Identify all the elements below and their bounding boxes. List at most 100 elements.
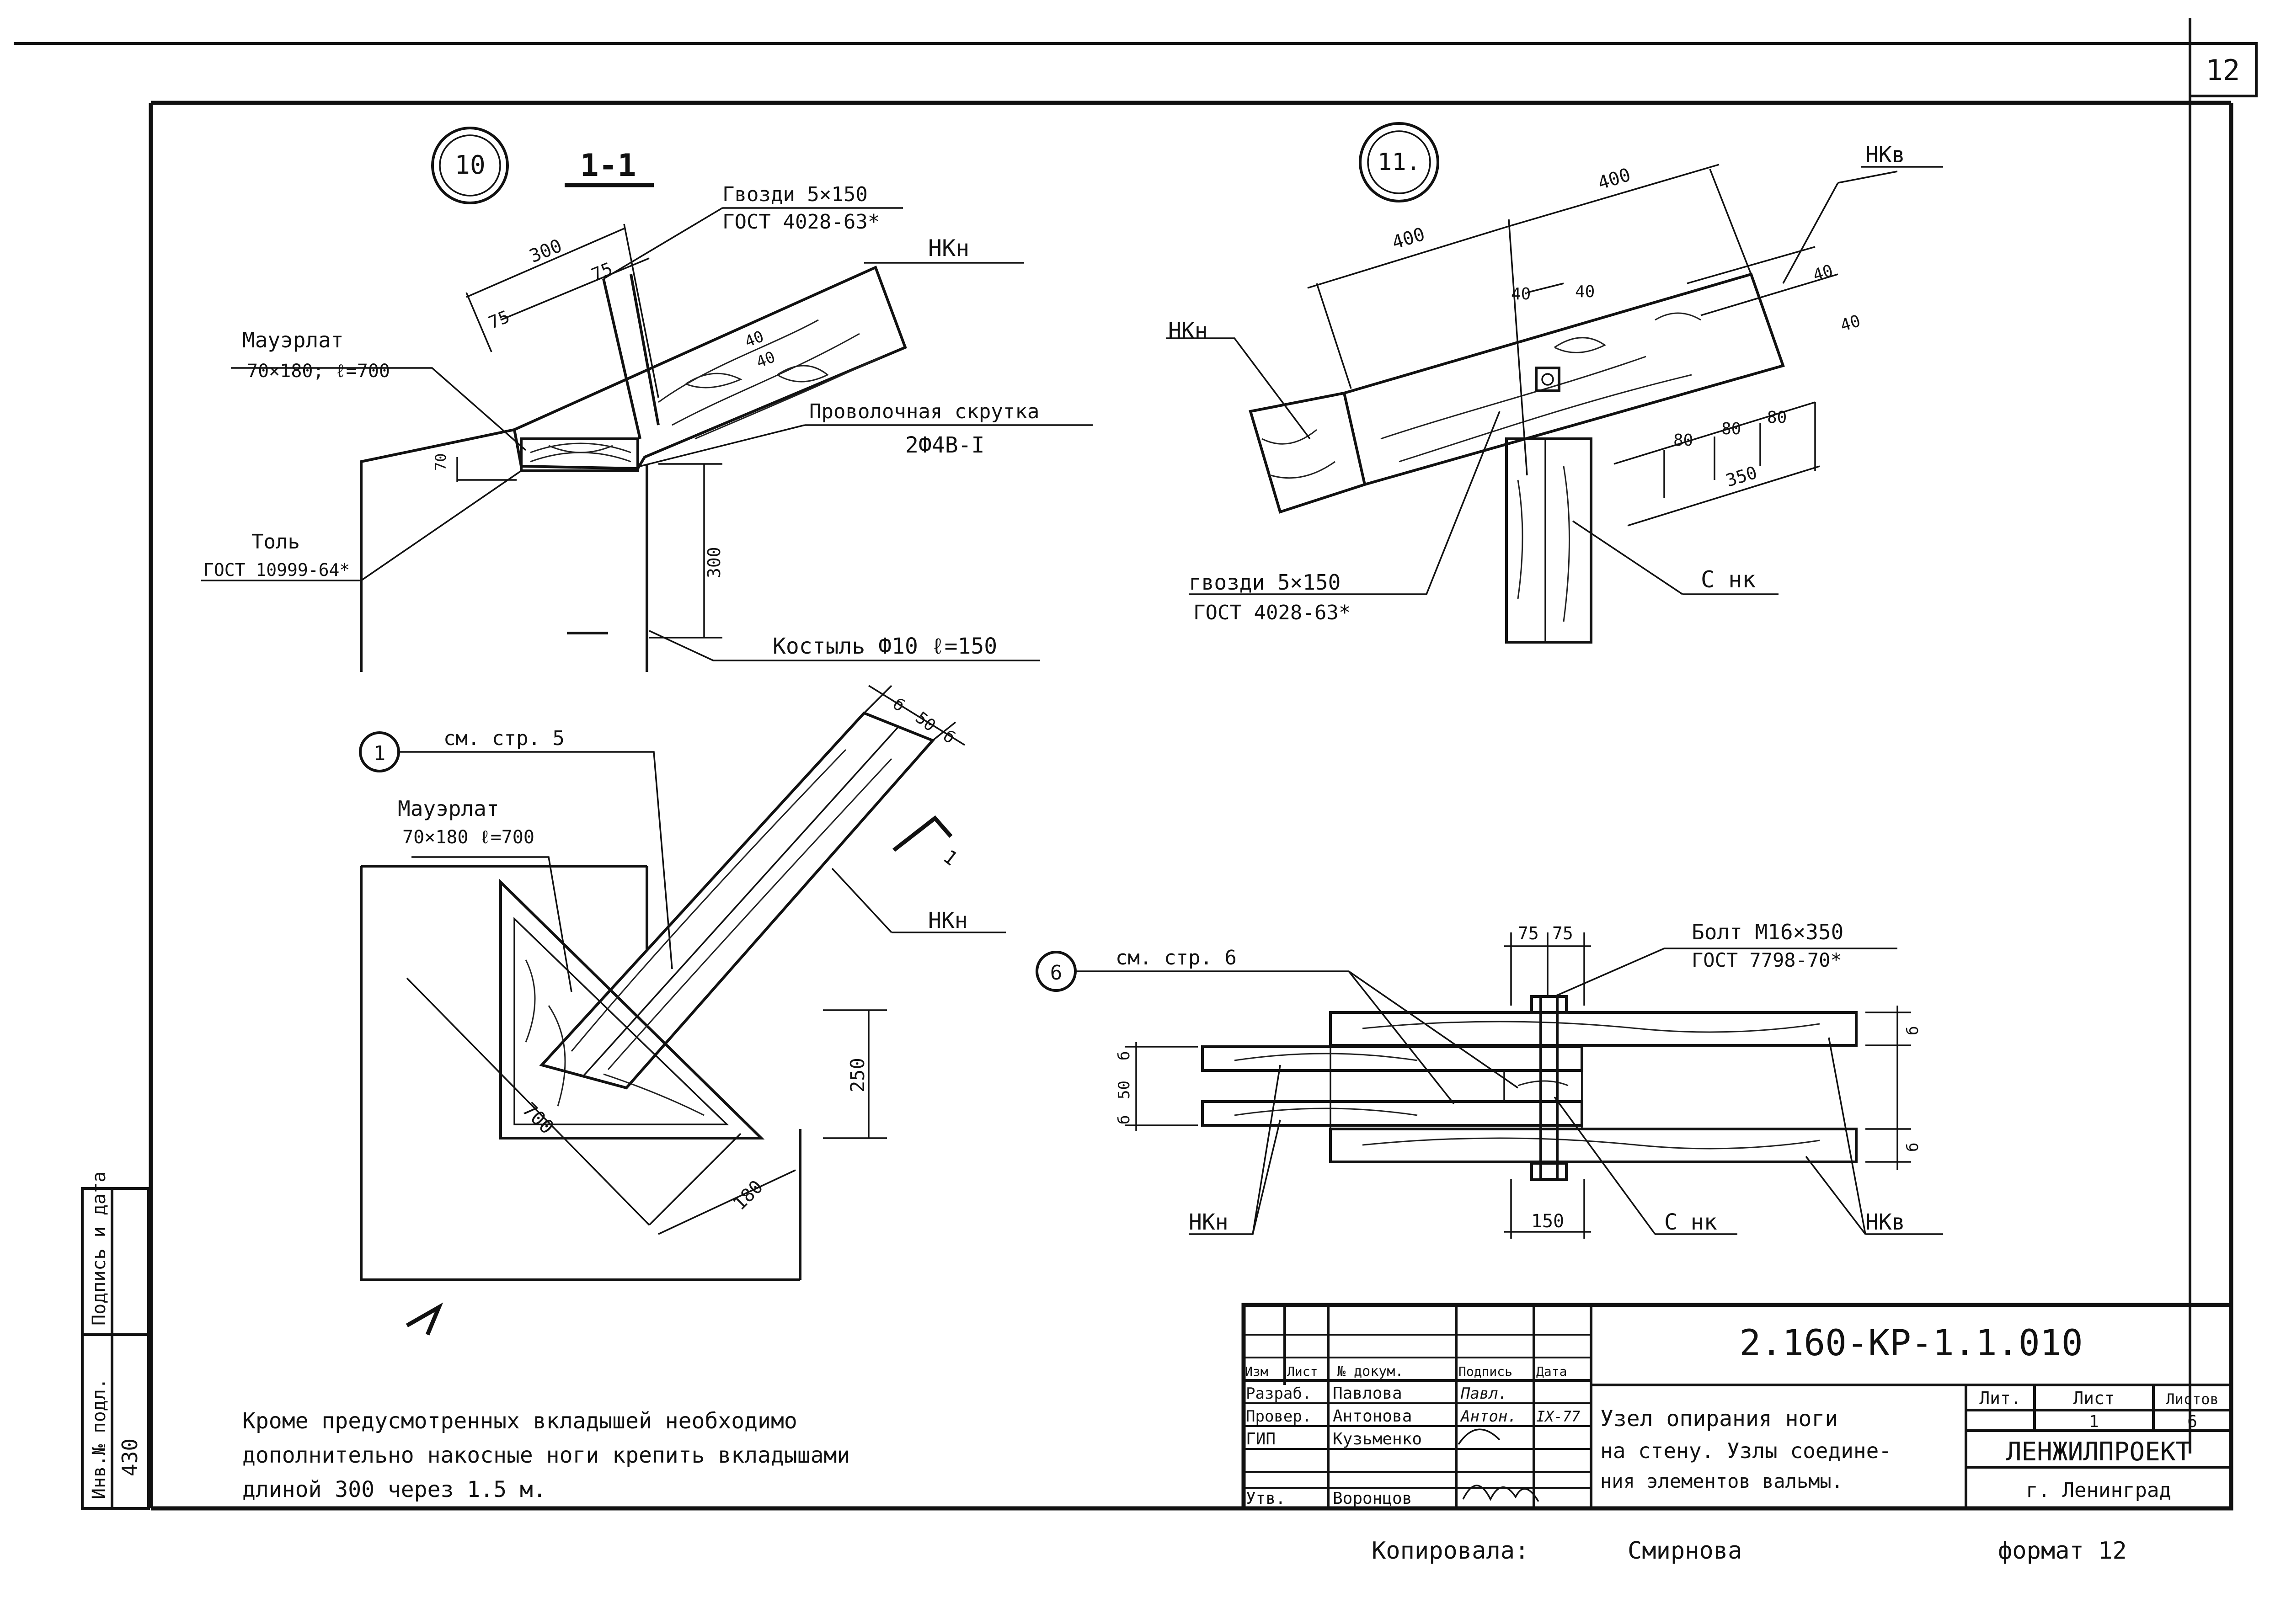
margin-stamp-inv: Инв.№ подл. [89, 1378, 110, 1499]
note-line-3: длиной 300 через 1.5 м. [242, 1477, 546, 1502]
title-hdr-date: Дата [1536, 1364, 1567, 1379]
detail-6-dim-50: 50 [1115, 1081, 1133, 1099]
detail-1-dim-700: 700 [518, 1098, 558, 1138]
detail-11-nails-2: ГОСТ 4028-63* [1193, 601, 1351, 624]
detail-10-tol-2: ГОСТ 10999-64* [203, 560, 350, 580]
detail-1-rafter: НКн [928, 908, 968, 933]
detail-6-dim-75a: 75 [1518, 923, 1539, 943]
copied-by-name: Смирнова [1628, 1537, 1742, 1565]
title-sheets-hdr: Листов [2166, 1390, 2219, 1408]
title-role-0: Разраб. [1246, 1384, 1311, 1403]
detail-10-crutch: Костыль Ф10 ℓ=150 [773, 634, 997, 659]
detail-11 [1166, 122, 1943, 644]
detail-11-dim-80c: 80 [1767, 408, 1787, 427]
title-desc-2: на стену. Узлы соедине- [1600, 1438, 1891, 1463]
detail-10-mauerlat-1: Мауэрлат [242, 328, 344, 352]
title-block [1241, 1303, 2233, 1511]
detail-10-nails-1: Гвозди 5×150 [722, 183, 868, 206]
detail-11-dim-40a: 40 [1511, 285, 1531, 304]
title-desc-1: Узел опирания ноги [1600, 1406, 1838, 1432]
detail-1-mauerlat-2: 70×180 ℓ=700 [402, 827, 534, 848]
detail-1-section-mark: 1 [939, 845, 962, 870]
detail-11-dim-80a: 80 [1673, 431, 1693, 450]
margin-stamp-sign: Подпись и дата [89, 1171, 110, 1326]
sheet-frame [14, 18, 2258, 1511]
detail-10-wire-2: 2Ф4В-I [905, 432, 984, 458]
title-sheet-val: 1 [2089, 1412, 2099, 1431]
detail-1-dim-250: 250 [846, 1058, 869, 1092]
signature-scribble [1458, 1428, 1539, 1502]
detail-6-rafter-left: НКн [1189, 1209, 1228, 1235]
detail-11-dim-40b: 40 [1575, 282, 1595, 301]
detail-6-bolt-2: ГОСТ 7798-70* [1692, 949, 1842, 971]
detail-11-nails-1: гвозди 5×150 [1189, 570, 1341, 595]
detail-1-dim-b2: б [939, 727, 958, 748]
detail-10-section: 1-1 [580, 148, 636, 184]
title-role-2: ГИП [1246, 1430, 1276, 1448]
title-hdr-doc: № докум. [1337, 1363, 1404, 1379]
title-code: 2.160-КР-1.1.010 [1739, 1323, 2083, 1364]
detail-11-dim-80b: 80 [1721, 420, 1741, 438]
detail-10-dim-300: 300 [527, 235, 565, 267]
detail-10-dim-300v: 300 [704, 547, 724, 578]
title-role-1: Провер. [1246, 1407, 1311, 1426]
detail-10-dim-40a: 40 [742, 327, 766, 351]
detail-10-dim-70: 70 [432, 453, 449, 471]
title-name-0: Павлова [1333, 1384, 1402, 1403]
copied-by-label: Копировала: [1372, 1537, 1529, 1565]
note-line-1: Кроме предусмотренных вкладышей необходи… [242, 1408, 797, 1434]
title-lit-hdr: Лит. [1979, 1388, 2021, 1408]
margin-stamp-value: 430 [118, 1438, 142, 1476]
title-hdr-list: Лист [1287, 1364, 1318, 1379]
title-hdr-sign: Подпись [1458, 1364, 1512, 1379]
detail-11-dim-40d: 40 [1838, 312, 1863, 335]
detail-11-post: С нк [1701, 566, 1756, 593]
title-sheets-val: 6 [2187, 1412, 2197, 1431]
detail-10-rafter: НКн [928, 235, 969, 261]
detail-11-dim-400b: 400 [1595, 164, 1633, 194]
detail-6-see-page: см. стр. 6 [1116, 946, 1237, 969]
detail-1 [359, 685, 1006, 1336]
detail-10-callout: 10 [454, 150, 485, 180]
detail-6-dim-75b: 75 [1552, 923, 1573, 943]
detail-6-dim-b-left2: б [1115, 1115, 1133, 1124]
detail-6-dim-b-left1: б [1115, 1051, 1133, 1060]
title-date-1: IX-77 [1536, 1408, 1580, 1425]
title-hdr-izm: Изм [1245, 1364, 1268, 1379]
detail-10-mauerlat-2: 70×180; ℓ=700 [247, 361, 390, 382]
title-desc-3: ния элементов вальмы. [1600, 1470, 1843, 1492]
title-name-2: Кузьменко [1333, 1430, 1422, 1448]
title-sheet-hdr: Лист [2073, 1388, 2115, 1408]
detail-10-tol-1: Толь [251, 530, 300, 554]
detail-6-post: С нк [1664, 1209, 1717, 1235]
title-role-4: Утв. [1246, 1489, 1286, 1508]
detail-6-callout: 6 [1050, 961, 1063, 985]
sheet-number: 12 [2206, 53, 2240, 87]
title-sign-0: Павл. [1460, 1384, 1507, 1403]
title-city: г. Ленинград [2026, 1479, 2171, 1502]
title-sign-1: Антон. [1460, 1407, 1517, 1426]
detail-1-dim-50: 50 [912, 708, 939, 735]
detail-1-dim-180: 180 [729, 1176, 768, 1214]
detail-1-dim-b1: б [889, 695, 908, 716]
detail-11-rafter-left: НКн [1168, 318, 1208, 344]
detail-6-rafter-right: НКв [1865, 1209, 1905, 1235]
detail-6 [1036, 932, 1943, 1239]
detail-10-dim-40b: 40 [753, 348, 778, 372]
note-line-2: дополнительно накосные ноги крепить вкла… [242, 1443, 850, 1468]
detail-1-callout: 1 [374, 742, 386, 765]
title-name-4: Воронцов [1333, 1489, 1412, 1508]
detail-10 [201, 127, 1093, 672]
detail-11-rafter-right: НКв [1865, 142, 1905, 168]
detail-6-bolt-1: Болт М16×350 [1692, 920, 1843, 944]
title-name-1: Антонова [1333, 1407, 1412, 1426]
format-label: формат 12 [1998, 1537, 2127, 1565]
detail-6-dim-b-r1: б [1904, 1026, 1922, 1035]
detail-10-dim-75a: 75 [486, 306, 513, 333]
detail-10-nails-2: ГОСТ 4028-63* [722, 210, 880, 234]
detail-11-dim-400a: 400 [1389, 224, 1427, 253]
detail-6-dim-150: 150 [1531, 1211, 1564, 1232]
detail-10-wire-1: Проволочная скрутка [809, 400, 1039, 423]
detail-11-callout: 11. [1378, 149, 1421, 176]
